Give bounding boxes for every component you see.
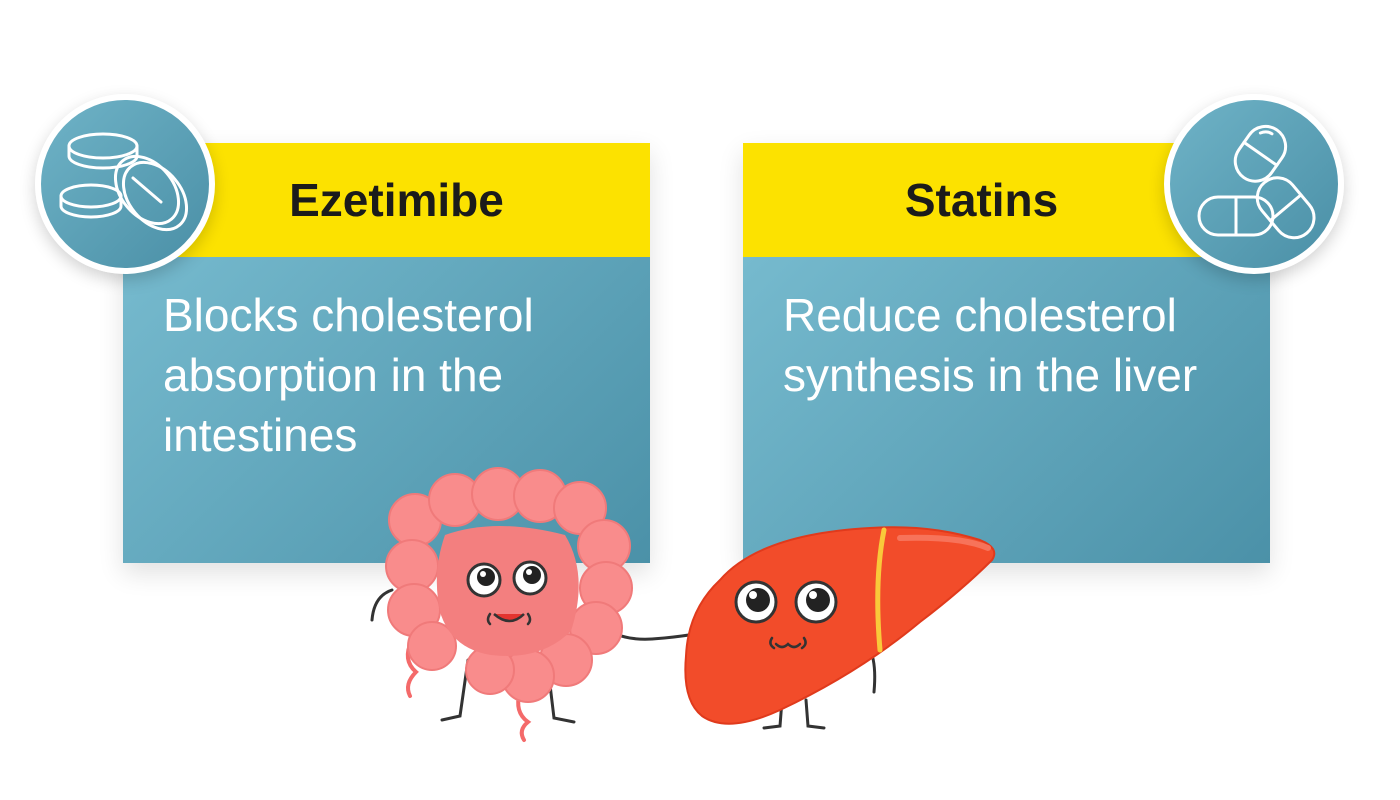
liver-character xyxy=(684,526,996,730)
statins-title: Statins xyxy=(904,174,1059,226)
statins-description: Reduce cholesterol synthesis in the live… xyxy=(783,289,1198,401)
tablets-icon xyxy=(59,132,189,232)
statins-card: Statins Reduce cholesterol synthesis in … xyxy=(743,143,1270,563)
tablets-badge xyxy=(35,94,215,274)
capsules-icon xyxy=(1197,124,1316,240)
capsules-badge xyxy=(1164,94,1344,274)
intestine-character xyxy=(370,467,633,742)
ezetimibe-description: Blocks cholesterol absorption in the int… xyxy=(163,289,534,461)
ezetimibe-title: Ezetimibe xyxy=(289,174,504,226)
statins-card-body: Reduce cholesterol synthesis in the live… xyxy=(743,257,1270,563)
